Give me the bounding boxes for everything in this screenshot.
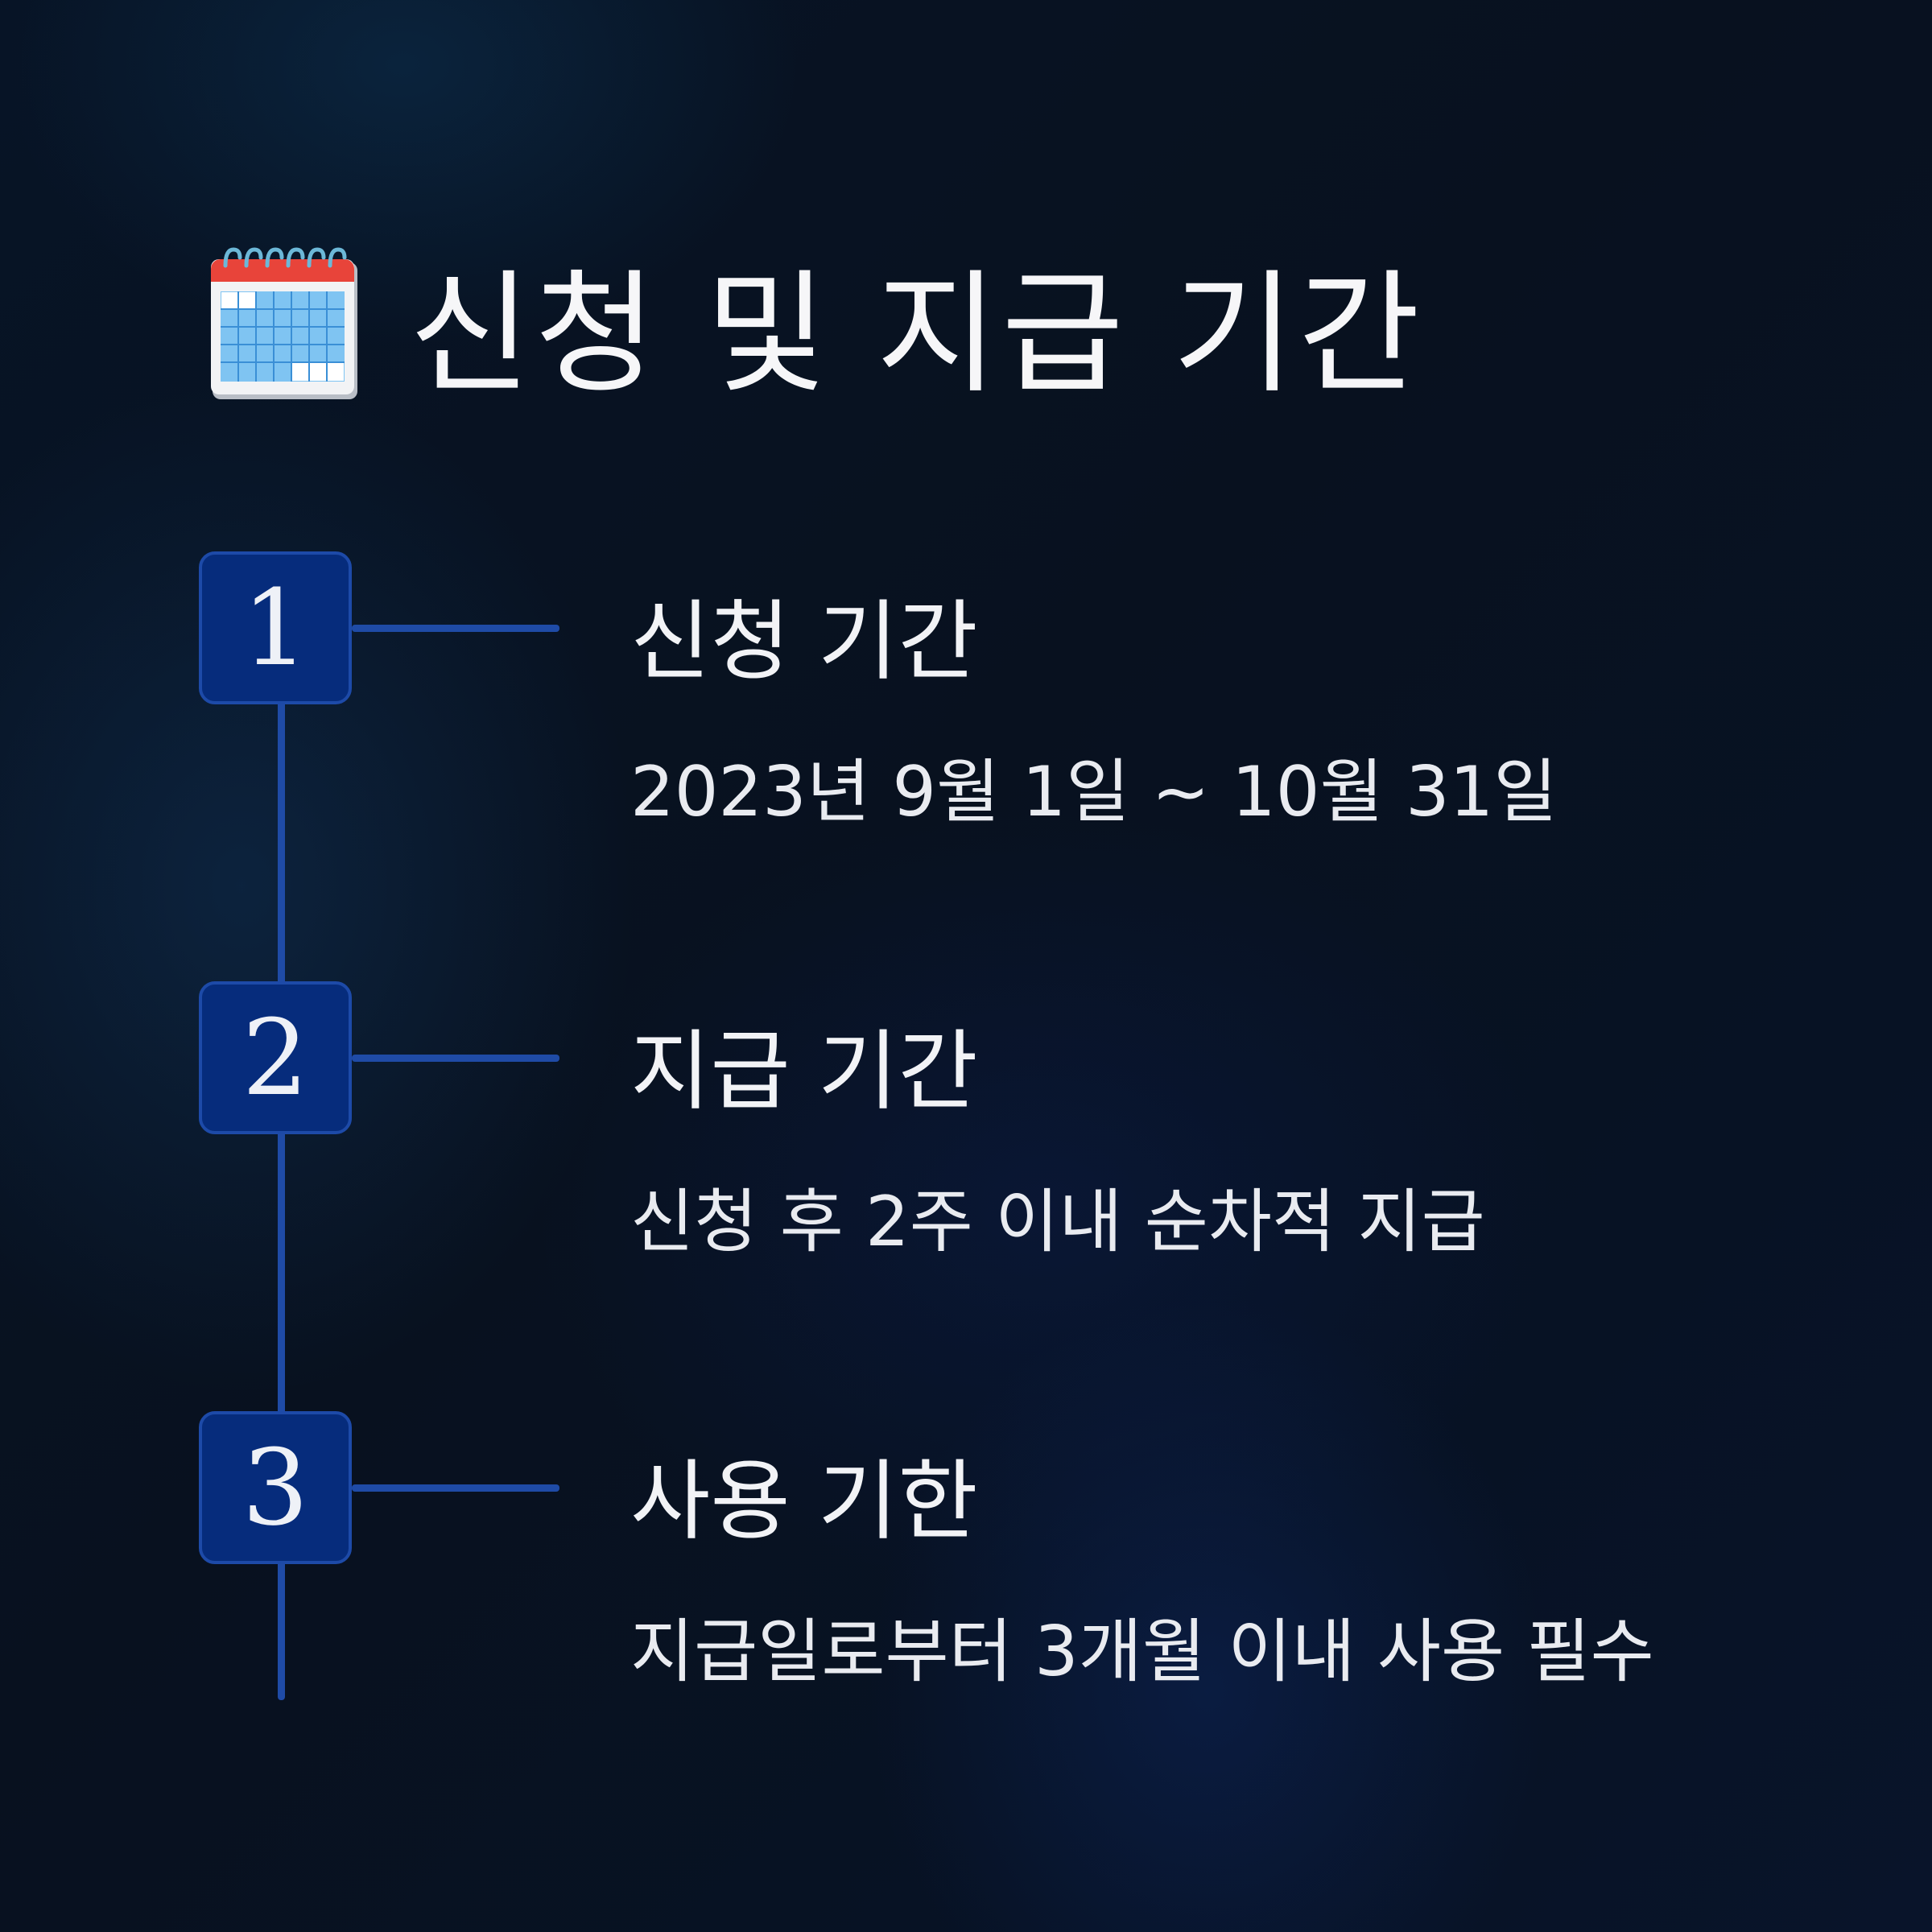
- step-connector: [352, 1055, 559, 1062]
- step-description: 2023년 9월 1일 ~ 10월 31일: [630, 752, 1558, 832]
- step-item-3: 3 사용 기한 지급일로부터 3개월 이내 사용 필수: [199, 1411, 1728, 1692]
- step-number-badge: 3: [199, 1411, 352, 1564]
- step-title: 지급 기간: [630, 1022, 978, 1122]
- step-title: 사용 기한: [630, 1451, 978, 1552]
- calendar-icon: [211, 247, 357, 399]
- step-title: 신청 기간: [630, 592, 978, 692]
- step-number-badge: 2: [199, 981, 352, 1134]
- step-description: 지급일로부터 3개월 이내 사용 필수: [630, 1612, 1654, 1692]
- header: 신청 및 지급 기간: [208, 233, 1423, 411]
- step-connector: [352, 1484, 559, 1492]
- step-connector: [352, 625, 559, 632]
- timeline-line: [278, 700, 285, 1700]
- page-title: 신청 및 지급 기간: [409, 256, 1423, 411]
- step-number-badge: 1: [199, 551, 352, 704]
- step-item-1: 1 신청 기간 2023년 9월 1일 ~ 10월 31일: [199, 551, 1728, 832]
- step-description: 신청 후 2주 이내 순차적 지급: [630, 1182, 1485, 1262]
- step-item-2: 2 지급 기간 신청 후 2주 이내 순차적 지급: [199, 981, 1728, 1262]
